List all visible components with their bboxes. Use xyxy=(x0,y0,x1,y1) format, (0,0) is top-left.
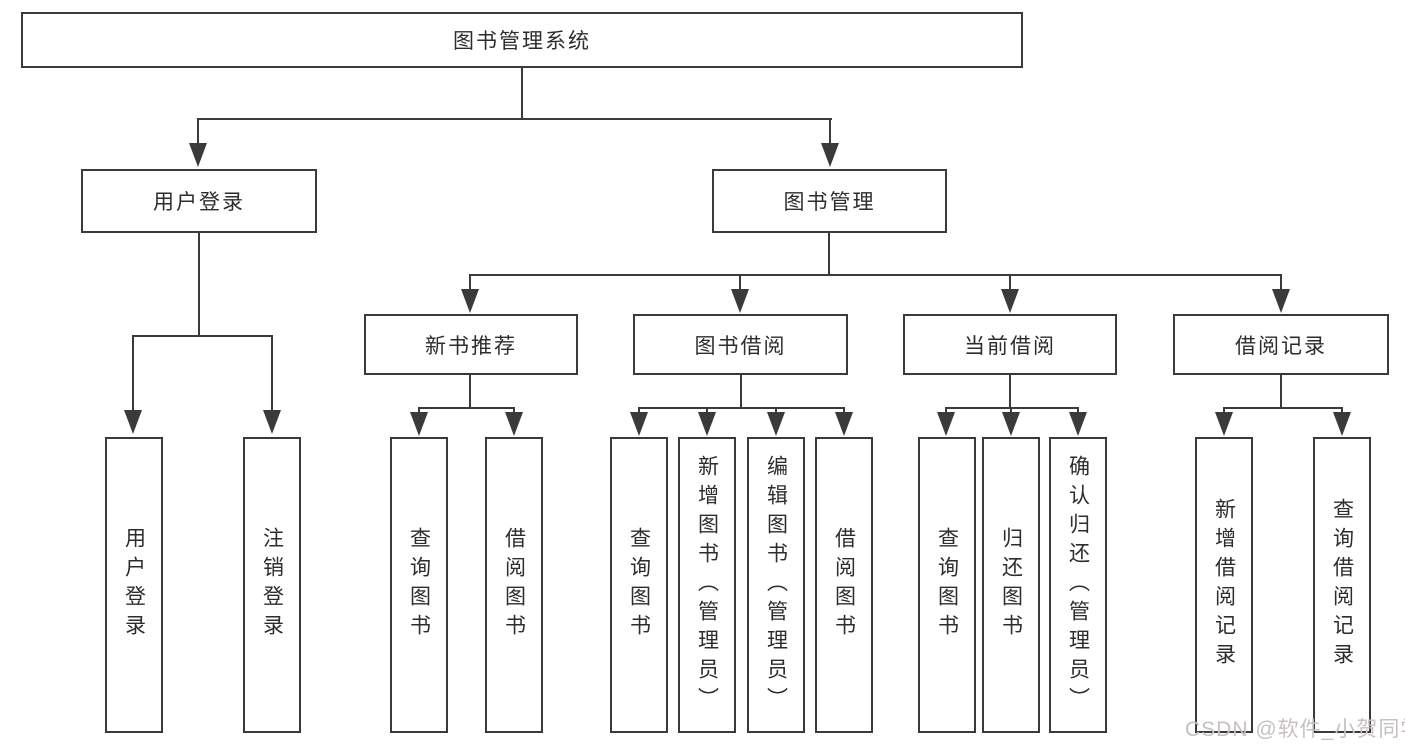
connector-line xyxy=(1009,375,1011,407)
node-current-borrowing: 当前借阅 xyxy=(903,314,1117,375)
leaf-confirm-return-admin: 确认归还（管理员） xyxy=(1049,437,1107,733)
connector-line xyxy=(1280,274,1282,292)
node-borrowing-records: 借阅记录 xyxy=(1173,314,1389,375)
arrowhead-icon xyxy=(124,410,142,434)
connector-line xyxy=(1223,407,1343,409)
arrowhead-icon xyxy=(767,412,785,436)
leaf-logout: 注销登录 xyxy=(243,437,301,733)
connector-line xyxy=(513,407,515,415)
connector-line xyxy=(1077,407,1079,415)
connector-line xyxy=(469,274,1282,276)
leaf-query-books-current: 查询图书 xyxy=(918,437,976,733)
leaf-user-login: 用户登录 xyxy=(105,437,163,733)
arrowhead-icon xyxy=(1333,412,1351,436)
connector-line xyxy=(945,407,1079,409)
arrowhead-icon xyxy=(461,289,479,313)
leaf-edit-books-admin: 编辑图书（管理员） xyxy=(747,437,805,733)
connector-line xyxy=(775,407,777,415)
arrowhead-icon xyxy=(698,412,716,436)
arrowhead-icon xyxy=(1001,289,1019,313)
leaf-borrow-books-recommend: 借阅图书 xyxy=(485,437,543,733)
connector-line xyxy=(829,118,831,146)
arrowhead-icon xyxy=(1069,412,1087,436)
node-new-book-recommend: 新书推荐 xyxy=(364,314,578,375)
connector-line xyxy=(469,274,471,292)
connector-line xyxy=(740,375,742,407)
arrowhead-icon xyxy=(835,412,853,436)
connector-line xyxy=(1010,407,1012,415)
connector-line xyxy=(706,407,708,415)
node-user-login: 用户登录 xyxy=(81,169,317,233)
node-book-management: 图书管理 xyxy=(712,169,947,233)
connector-line xyxy=(197,118,832,120)
arrowhead-icon xyxy=(263,410,281,434)
arrowhead-icon xyxy=(410,412,428,436)
leaf-borrow-books-borrow: 借阅图书 xyxy=(815,437,873,733)
connector-line xyxy=(197,118,199,146)
arrowhead-icon xyxy=(505,412,523,436)
connector-line xyxy=(198,233,200,335)
arrowhead-icon xyxy=(189,143,207,167)
connector-line xyxy=(469,375,471,407)
connector-line xyxy=(828,233,830,274)
connector-line xyxy=(132,335,273,337)
connector-line xyxy=(638,407,640,415)
connector-line xyxy=(132,335,134,411)
node-book-borrowing: 图书借阅 xyxy=(633,314,848,375)
leaf-query-books-recommend: 查询图书 xyxy=(390,437,448,733)
leaf-return-books: 归还图书 xyxy=(982,437,1040,733)
connector-line xyxy=(1341,407,1343,415)
connector-line xyxy=(418,407,515,409)
connector-line xyxy=(638,407,845,409)
connector-line xyxy=(739,274,741,292)
leaf-add-borrow-record: 新增借阅记录 xyxy=(1195,437,1253,733)
arrowhead-icon xyxy=(821,143,839,167)
arrowhead-icon xyxy=(731,289,749,313)
arrowhead-icon xyxy=(1215,412,1233,436)
arrowhead-icon xyxy=(1002,412,1020,436)
leaf-add-books-admin: 新增图书（管理员） xyxy=(678,437,736,733)
arrowhead-icon xyxy=(1272,289,1290,313)
connector-line xyxy=(1280,375,1282,407)
connector-line xyxy=(843,407,845,415)
connector-line xyxy=(418,407,420,415)
leaf-query-books-borrow: 查询图书 xyxy=(610,437,668,733)
arrowhead-icon xyxy=(630,412,648,436)
connector-line xyxy=(1223,407,1225,415)
connector-line xyxy=(271,335,273,411)
connector-line xyxy=(521,68,523,118)
node-root-library-system: 图书管理系统 xyxy=(21,12,1023,68)
leaf-query-borrow-record: 查询借阅记录 xyxy=(1313,437,1371,733)
connector-line xyxy=(945,407,947,415)
connector-line xyxy=(1009,274,1011,292)
csdn-watermark: CSDN @软件_小贺同学 xyxy=(1185,718,1405,741)
arrowhead-icon xyxy=(937,412,955,436)
